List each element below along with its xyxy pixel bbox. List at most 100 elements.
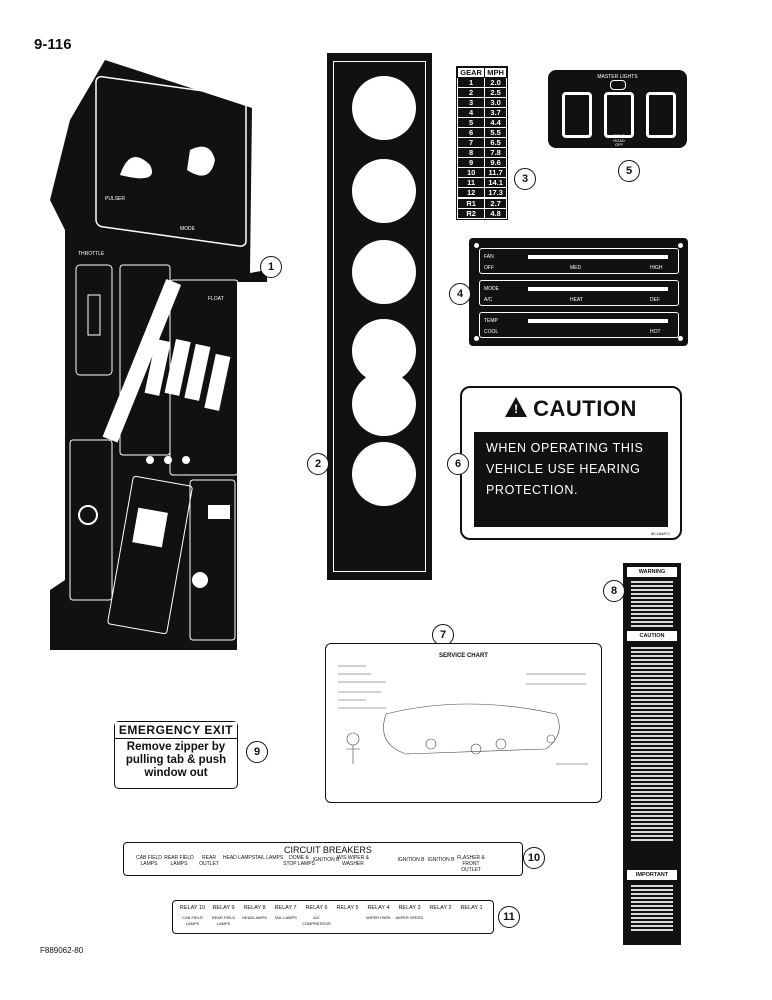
- caution-code: 80-166871: [650, 531, 670, 536]
- service-chart-drawing: [338, 665, 588, 765]
- gear-cell: 3: [456, 97, 486, 108]
- relay-label: RELAY 6: [305, 905, 328, 911]
- breaker-label: IGNITION B: [427, 857, 455, 863]
- gauge-strip-border: [333, 61, 426, 572]
- relay-label: RELAY 8: [243, 905, 266, 911]
- caution-header-small: CAUTION: [627, 631, 677, 641]
- screw-icon: [474, 243, 479, 248]
- relay-label: RELAY 1: [460, 905, 483, 911]
- screw-icon: [678, 336, 683, 341]
- important-text-lines: [631, 885, 673, 933]
- mode-track: [528, 287, 668, 291]
- gear-cell: 7: [456, 137, 486, 148]
- relay-sub-label: CAB FIELD LAMPS: [182, 915, 203, 926]
- figure-code: F889062-80: [40, 946, 84, 955]
- gear-header: GEAR: [456, 67, 486, 78]
- mph-cell: 7.8: [484, 147, 507, 158]
- mph-cell: 2.5: [484, 87, 507, 98]
- breaker-label: DOME & STOP LAMPS: [283, 855, 315, 867]
- fan-high: HIGH: [650, 265, 663, 271]
- caution-header: !CAUTION: [462, 396, 680, 426]
- relay-label: RELAY 10: [179, 905, 206, 911]
- temp-hot: HOT: [650, 329, 661, 335]
- relay-sub-label: HEADLAMPS: [242, 915, 267, 920]
- control-panel-decal: PULSER MODE THROTTLE FLOAT: [50, 60, 267, 650]
- mph-cell: 6.5: [484, 137, 507, 148]
- mode-heat: HEAT: [570, 297, 583, 303]
- master-sub-labels: FIELD ROAD OFF: [604, 133, 634, 148]
- gauge-hole: [352, 240, 416, 304]
- warning-text-lines: [631, 581, 673, 629]
- fan-slider[interactable]: FAN OFF MED HIGH: [479, 248, 679, 274]
- page-number: 9-116: [34, 36, 72, 53]
- gear-cell: 8: [456, 147, 486, 158]
- mode-ac: A/C: [484, 297, 493, 303]
- emergency-exit-decal: EMERGENCY EXIT Remove zipper by pulling …: [114, 721, 238, 789]
- mph-cell: 2.0: [484, 77, 507, 88]
- temp-track: [528, 319, 668, 323]
- callout-2: 2: [307, 453, 329, 475]
- fan-off: OFF: [484, 265, 494, 271]
- breaker-label: W/S WIPER & WASHER: [337, 855, 369, 867]
- gear-cell: 6: [456, 127, 486, 138]
- mph-cell: 2.7: [484, 197, 507, 209]
- mode-slider[interactable]: MODE A/C HEAT DEF: [479, 280, 679, 306]
- callout-9: 9: [246, 741, 268, 763]
- relay-label: RELAY 7: [274, 905, 297, 911]
- mph-cell: 17.3: [484, 187, 507, 199]
- gear-cell: 9: [456, 157, 486, 168]
- temp-label: TEMP: [484, 318, 498, 324]
- rocker-switch-left[interactable]: [562, 92, 592, 138]
- circuit-breakers-title: CIRCUIT BREAKERS: [284, 845, 372, 855]
- fan-med: MED: [570, 265, 582, 271]
- callout-6: 6: [447, 453, 469, 475]
- screw-icon: [678, 243, 683, 248]
- caution-title: CAUTION: [533, 396, 637, 421]
- gear-cell: 1: [456, 77, 486, 88]
- mph-cell: 11.7: [484, 167, 507, 178]
- mph-cell: 4.4: [484, 117, 507, 128]
- temp-slider[interactable]: TEMP COOL HOT: [479, 312, 679, 338]
- relay-sub-label: REAR FIELD LAMPS: [211, 915, 236, 926]
- caution-line-3: PROTECTION.: [486, 483, 579, 497]
- callout-3: 3: [514, 168, 536, 190]
- relay-sub-label: WIPER PARK: [366, 915, 391, 920]
- breaker-label: TAIL LAMPS: [254, 855, 284, 861]
- gear-cell: 2: [456, 87, 486, 98]
- master-lights-title: MASTER LIGHTS: [597, 74, 638, 80]
- important-header: IMPORTANT: [627, 870, 677, 880]
- mode-label: MODE: [180, 226, 196, 232]
- caution-decal: !CAUTION WHEN OPERATING THIS VEHICLE USE…: [460, 386, 682, 540]
- off-label: OFF: [615, 142, 623, 147]
- relay-label: RELAY 2: [429, 905, 452, 911]
- breaker-label: FLASHER & FRONT OUTLET: [457, 855, 485, 873]
- gear-cell: R2: [456, 208, 486, 219]
- breaker-label: REAR OUTLET: [199, 855, 219, 867]
- mph-cell: 14.1: [484, 177, 507, 188]
- relay-sub-label: A/C COMPRESSOR: [302, 915, 331, 926]
- gauge-hole: [352, 442, 416, 506]
- breaker-label: IGNITION B: [312, 857, 340, 863]
- breaker-label: HEAD LAMPS: [222, 855, 256, 861]
- gauge-hole: [352, 159, 416, 223]
- mode-def: DEF: [650, 297, 660, 303]
- rocker-switch-right[interactable]: [646, 92, 676, 138]
- emergency-line-1: Remove zipper by: [126, 741, 226, 753]
- rocker-switch-center[interactable]: [604, 92, 634, 138]
- caution-line-2: VEHICLE USE HEARING: [486, 462, 641, 476]
- callout-11: 11: [498, 906, 520, 928]
- road-label: ROAD: [613, 137, 625, 143]
- emergency-line-3: window out: [144, 767, 208, 779]
- light-icon: [610, 80, 626, 90]
- relay-label: RELAY 9: [212, 905, 235, 911]
- breaker-label: IGNITION B: [397, 857, 425, 863]
- caution-line-1: WHEN OPERATING THIS: [486, 441, 644, 455]
- service-chart-title: SERVICE CHART: [439, 653, 488, 659]
